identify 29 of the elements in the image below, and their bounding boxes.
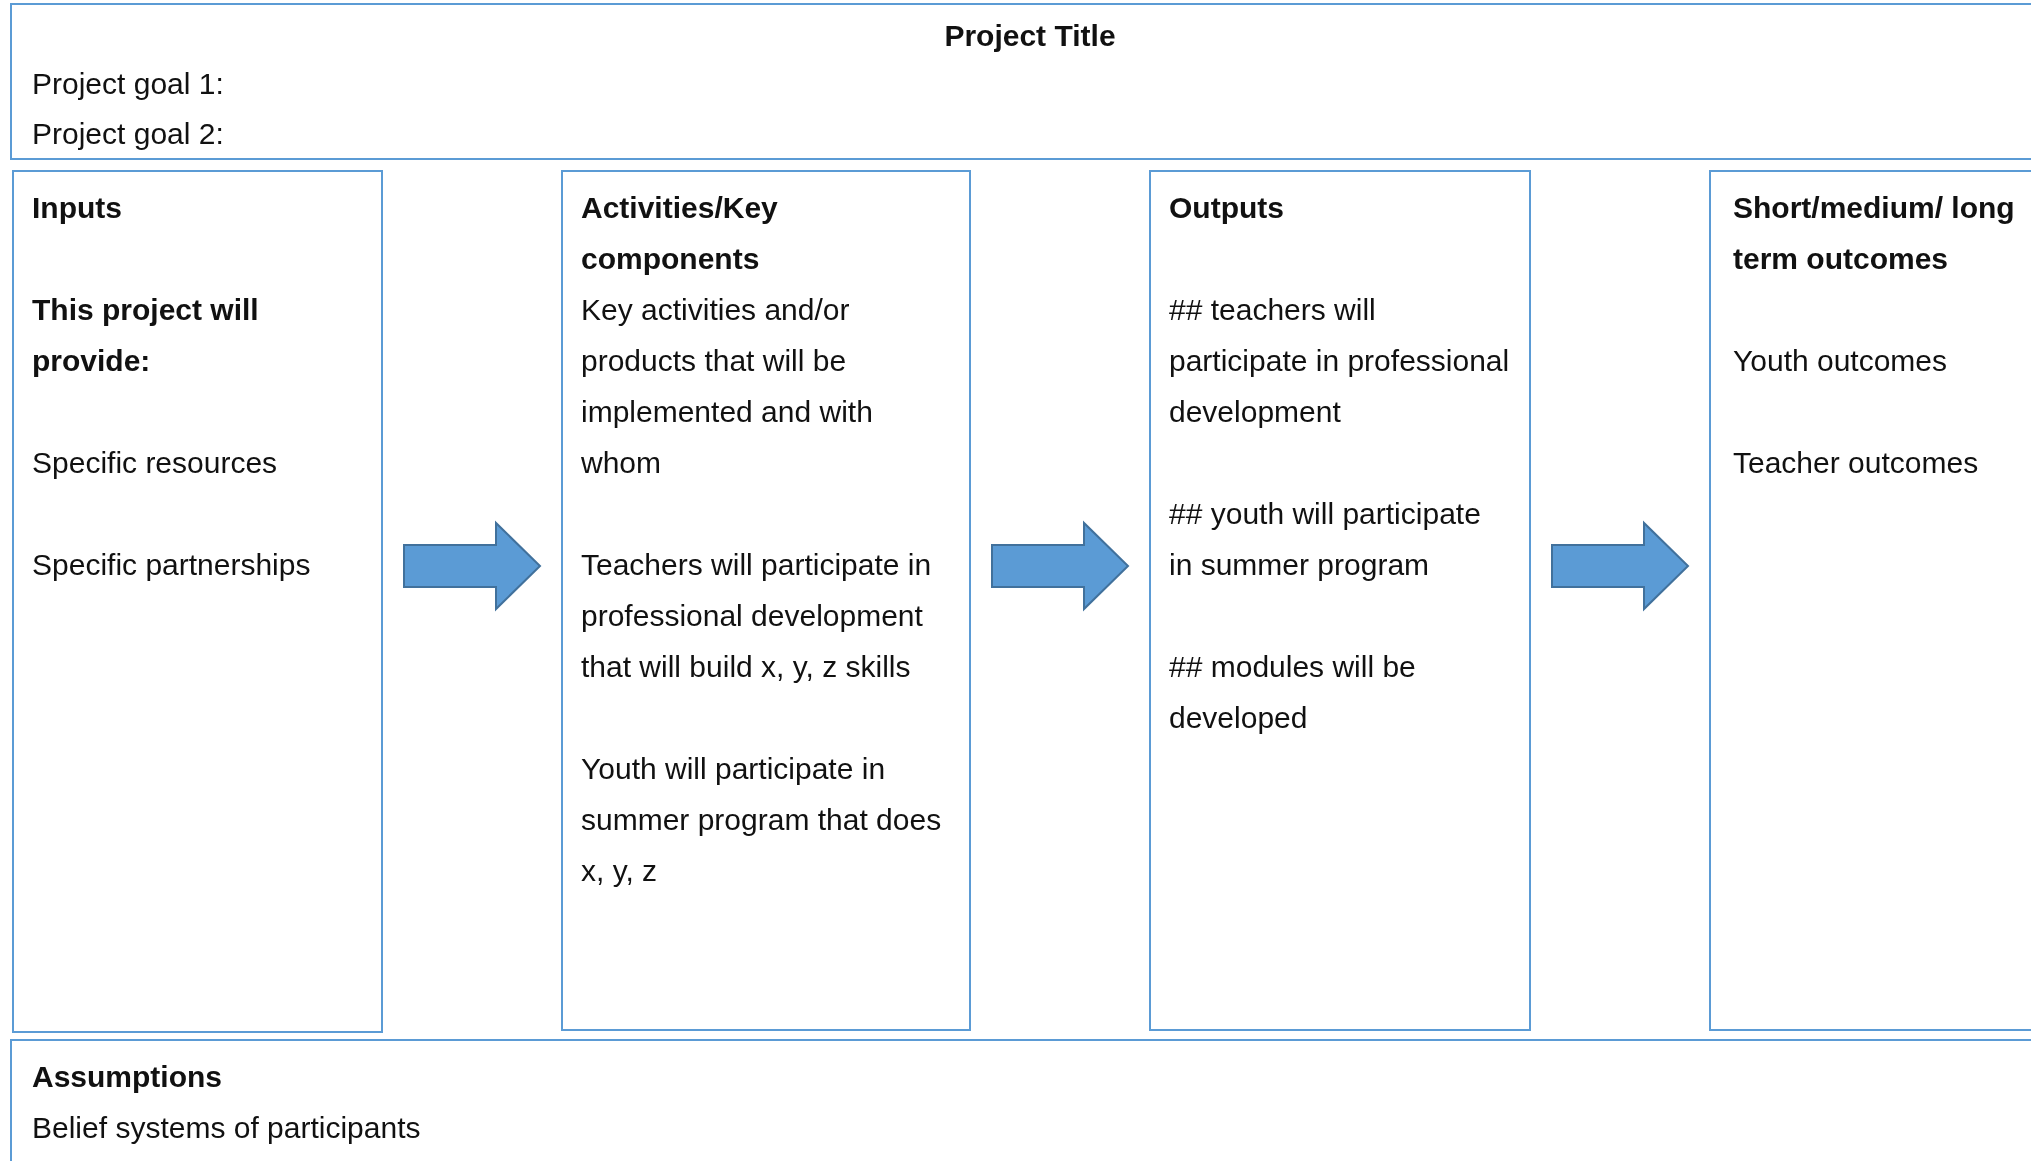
box-text: Specific partnerships (32, 547, 312, 583)
block-arrow (1551, 520, 1690, 612)
box-heading: Activities/Key components (581, 190, 779, 277)
box-heading: Short/medium/ long term outcomes (1733, 190, 2016, 277)
assumptions-box (10, 1039, 2031, 1161)
box-text: ## modules will be developed (1169, 649, 1417, 736)
box-text: ## youth will participate in summer program (1169, 496, 1482, 583)
box-text: This project will provide: (32, 292, 260, 379)
stage-box (1709, 170, 2031, 1031)
box-text: Specific resources (32, 445, 279, 481)
box-text: Belief systems of participants (32, 1110, 422, 1146)
box-text: ## teachers will participate in professional development (1169, 292, 1511, 430)
box-heading: Project Title (943, 18, 1117, 54)
stage-box (1149, 170, 1531, 1031)
box-text: Teachers will participate in professional development that will build x, y, z skills (581, 547, 933, 685)
box-heading: Outputs (1169, 190, 1285, 226)
stage-box (561, 170, 971, 1031)
block-arrow (991, 520, 1130, 612)
box-text: Youth will participate in summer program that does x, y, z (581, 751, 943, 889)
box-text: Youth outcomes (1733, 343, 1949, 379)
box-text: Project goal 2: (32, 116, 225, 152)
box-heading: Inputs (32, 190, 123, 226)
box-text: Key activities and/or products that will be implemented and with whom (581, 292, 874, 481)
box-text: Teacher outcomes (1733, 445, 1980, 481)
stage-box (12, 170, 383, 1033)
box-heading: Assumptions (32, 1059, 224, 1095)
title-box (10, 3, 2031, 160)
box-text: Project goal 1: (32, 66, 225, 102)
block-arrow (403, 520, 542, 612)
